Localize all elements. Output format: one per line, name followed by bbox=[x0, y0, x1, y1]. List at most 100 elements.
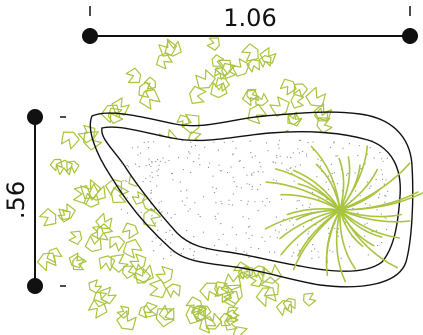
leaf bbox=[84, 235, 102, 253]
stipple-dot bbox=[246, 183, 248, 185]
stipple-dot bbox=[177, 156, 180, 159]
stipple-dot bbox=[274, 229, 276, 231]
leaf bbox=[143, 76, 156, 90]
leaf bbox=[68, 230, 83, 245]
stipple-dot bbox=[218, 239, 220, 241]
stipple-dot bbox=[232, 153, 234, 155]
stipple-dot bbox=[238, 160, 240, 162]
grass-blade bbox=[335, 209, 346, 283]
stipple-dot bbox=[232, 140, 234, 142]
grass-blade bbox=[279, 209, 341, 240]
stipple-dot bbox=[285, 229, 288, 231]
stipple-dot bbox=[369, 147, 371, 149]
stipple-dot bbox=[215, 218, 217, 220]
stipple-dot bbox=[160, 212, 162, 214]
stipple-dot bbox=[168, 145, 170, 147]
stipple-dot bbox=[385, 217, 387, 219]
stipple-dot bbox=[331, 172, 333, 175]
leaf bbox=[155, 308, 175, 328]
stipple-dot bbox=[333, 172, 335, 174]
stipple-dot bbox=[148, 164, 150, 166]
stipple-dot bbox=[215, 187, 217, 190]
stipple-dot bbox=[386, 228, 388, 231]
stipple-dot bbox=[182, 248, 185, 250]
stipple-dot bbox=[193, 258, 195, 260]
stipple-dot bbox=[218, 164, 220, 166]
stipple-dot bbox=[267, 150, 269, 152]
stipple-dot bbox=[268, 251, 271, 253]
leaf bbox=[39, 208, 57, 227]
leaf bbox=[279, 78, 297, 96]
stipple-dot bbox=[281, 198, 283, 200]
leaf bbox=[210, 82, 228, 99]
stipple-dot bbox=[243, 250, 245, 252]
leaf bbox=[214, 77, 230, 92]
stipple-dot bbox=[149, 181, 151, 183]
leaf bbox=[185, 296, 203, 315]
stipple-dot bbox=[381, 178, 384, 180]
leaf bbox=[49, 158, 63, 172]
stipple-dot bbox=[320, 165, 322, 167]
leaf bbox=[134, 268, 151, 284]
stipple-dot bbox=[232, 204, 234, 206]
stipple-dot bbox=[257, 210, 259, 212]
leaf bbox=[237, 266, 251, 280]
leaf bbox=[258, 55, 272, 68]
stipple-dot bbox=[302, 150, 304, 152]
leaf bbox=[111, 97, 130, 116]
leaf bbox=[287, 111, 303, 127]
stipple-dot bbox=[236, 186, 238, 188]
stipple-dot bbox=[226, 244, 228, 246]
stipple-dot bbox=[305, 153, 308, 155]
stipple-dot bbox=[228, 203, 230, 206]
leaf bbox=[214, 286, 232, 303]
stipple-dot bbox=[384, 201, 386, 203]
stipple-dot bbox=[312, 244, 314, 246]
stipple-dot bbox=[137, 212, 139, 214]
leaf bbox=[125, 67, 142, 84]
stipple-dot bbox=[286, 156, 288, 158]
stipple-dot bbox=[151, 215, 153, 217]
stipple-dot bbox=[147, 141, 149, 143]
stipple-dot bbox=[158, 202, 160, 204]
stipple-dot bbox=[187, 210, 189, 212]
stipple-dot bbox=[386, 157, 388, 159]
stipple-dot bbox=[296, 200, 298, 202]
stipple-dot bbox=[137, 146, 139, 148]
leaf bbox=[57, 209, 71, 223]
grass-blade bbox=[339, 209, 375, 247]
stipple-dot bbox=[159, 244, 161, 246]
grass-blade bbox=[338, 157, 345, 211]
stipple-dot bbox=[254, 155, 256, 157]
pond-outer-outline bbox=[89, 111, 414, 288]
grass-blade bbox=[339, 168, 379, 211]
stipple-dot bbox=[378, 197, 380, 199]
stipple-dot bbox=[150, 192, 152, 194]
stipple-dot bbox=[316, 176, 318, 178]
stipple-dot bbox=[253, 171, 255, 173]
stipple-dot bbox=[193, 161, 195, 163]
stipple-dot bbox=[145, 164, 147, 167]
height-label: .56 bbox=[2, 181, 30, 219]
stipple-dot bbox=[381, 158, 383, 160]
stipple-dot bbox=[151, 160, 153, 163]
width-endpoint-right bbox=[402, 28, 418, 44]
stipple-dot bbox=[169, 229, 171, 232]
stipple-dot bbox=[250, 246, 252, 248]
stipple-dot bbox=[145, 177, 147, 179]
stipple-dot bbox=[153, 141, 155, 143]
stipple-dot bbox=[235, 234, 237, 236]
stipple-dot bbox=[360, 168, 362, 170]
stipple-dot bbox=[126, 197, 128, 199]
stipple-dot bbox=[258, 248, 260, 250]
stipple-dot bbox=[198, 154, 200, 156]
stipple-dot bbox=[365, 139, 367, 141]
stipple-dot bbox=[259, 161, 261, 163]
stipple-dot bbox=[278, 147, 280, 149]
stipple-dot bbox=[233, 181, 235, 183]
stipple-dot bbox=[181, 140, 183, 142]
stipple-dot bbox=[375, 178, 377, 181]
leaf bbox=[90, 225, 104, 240]
stipple-dot bbox=[190, 141, 192, 143]
stipple-dot bbox=[180, 190, 182, 192]
